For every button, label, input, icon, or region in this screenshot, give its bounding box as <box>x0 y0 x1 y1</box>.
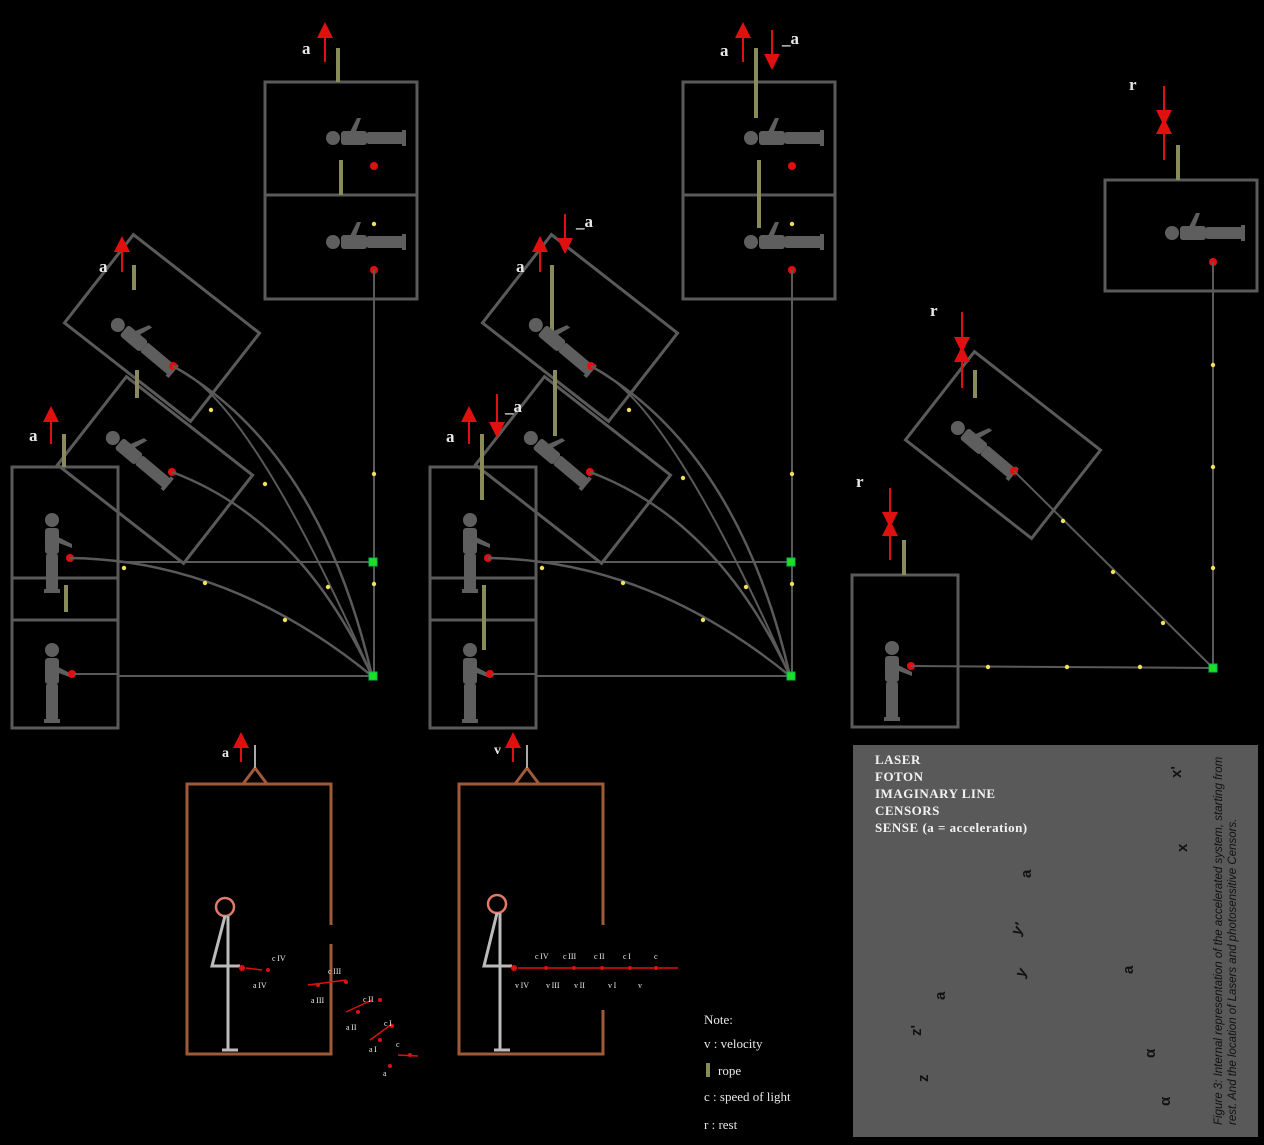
sub-a-1: a <box>383 1069 387 1078</box>
label-r-p3-mid: r <box>930 301 938 320</box>
label-a-p2-bot: a <box>446 427 455 446</box>
note-rope: rope <box>718 1063 742 1078</box>
sub-v-2: v <box>638 981 642 990</box>
sub-v-iv-2: v IV <box>515 981 530 990</box>
sub-a-ii-1: a II <box>346 1023 357 1032</box>
label-a-p1-mid: a <box>99 257 108 276</box>
sub-a-i-1: a I <box>369 1045 377 1054</box>
axis-z-prime: z' <box>908 1024 925 1036</box>
legend-panel: LASER FOTON IMAGINARY LINE CENSORS SENSE… <box>853 745 1258 1137</box>
axis-alpha-1: α <box>1142 1048 1159 1058</box>
sub-a-iv-1: a IV <box>253 981 267 990</box>
sub-c-1: c <box>396 1040 400 1049</box>
panel-3 <box>850 86 1259 729</box>
axis-a-1: a <box>1018 869 1035 878</box>
sub-c-ii-1: c II <box>363 995 374 1004</box>
label-a-elevator: a <box>222 746 229 761</box>
sub-c-iii-2: c III <box>563 952 577 961</box>
elevator-accelerated <box>185 732 419 1068</box>
label-a-p1-bot: a <box>29 426 38 445</box>
legend-photon: FOTON <box>875 769 924 784</box>
figure-caption: Figure 3: Internal representation of the… <box>1213 756 1239 1125</box>
panel-2 <box>428 22 837 730</box>
axis-x: x <box>1174 843 1191 852</box>
sub-v-ii-2: v II <box>574 981 585 990</box>
panel-1 <box>10 22 419 730</box>
label-r-p3-top: r <box>1129 75 1137 94</box>
sub-c-2: c <box>654 952 658 961</box>
label-neg-a-p2-mid: _a <box>576 212 593 231</box>
note-velocity: v : velocity <box>704 1036 763 1051</box>
legend-laser: LASER <box>875 752 921 767</box>
elevator-velocity <box>457 732 678 1056</box>
sub-c-ii-2: c II <box>594 952 605 961</box>
axis-z: z <box>915 1074 932 1083</box>
label-a-p1-top: a <box>302 39 311 58</box>
legend-sense: SENSE (a = acceleration) <box>875 820 1028 835</box>
label-neg-a-p2-top: _a <box>782 29 799 48</box>
note-speed-of-light: c : speed of light <box>704 1089 791 1104</box>
label-neg-a-p2-bot: _a <box>505 397 522 416</box>
axis-a-3: a <box>932 991 949 1000</box>
label-v-elevator: v <box>494 743 501 758</box>
sub-c-iii-1: c III <box>328 967 342 976</box>
sub-v-iii-2: v III <box>546 981 560 990</box>
label-r-p3-bot: r <box>856 472 864 491</box>
label-a-p2-top: a <box>720 41 729 60</box>
legend-sensors: CENSORS <box>875 803 940 818</box>
note-title: Note: <box>704 1012 733 1027</box>
label-a-p2-mid: a <box>516 257 525 276</box>
sub-c-iv-2: c IV <box>535 952 549 961</box>
axis-alpha-2: α <box>1157 1096 1174 1106</box>
sub-c-iv-1: c IV <box>272 954 286 963</box>
note-rest: r : rest <box>704 1117 738 1132</box>
sub-c-i-1: c I <box>384 1019 392 1028</box>
sub-c-i-2: c I <box>623 952 631 961</box>
legend-imaginary-line: IMAGINARY LINE <box>875 786 996 801</box>
sub-a-iii-1: a III <box>311 996 325 1005</box>
sub-v-i-2: v I <box>608 981 617 990</box>
axis-a-2: a <box>1120 965 1137 974</box>
axis-x-prime: x' <box>1168 766 1185 778</box>
